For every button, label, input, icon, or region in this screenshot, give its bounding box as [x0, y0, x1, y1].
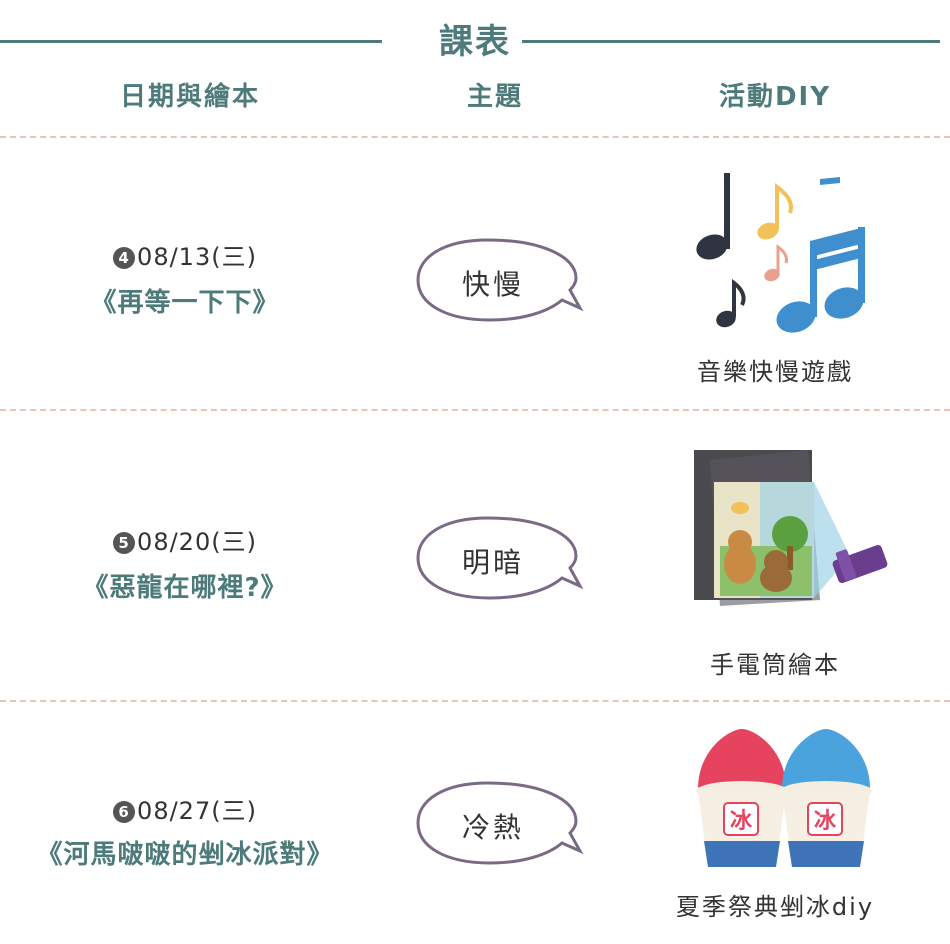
book-title: 《河馬啵啵的剉冰派對》 [36, 840, 334, 870]
book-title: 《惡龍在哪裡?》 [82, 573, 288, 603]
svg-text:冰: 冰 [730, 809, 753, 834]
speech-bubble [416, 516, 584, 600]
activity-label: 音樂快慢遊戲 [697, 358, 853, 386]
session-number-badge: 4 [113, 247, 136, 269]
date-text: 08/13(三) [137, 243, 257, 271]
theme-label: 冷熱 [461, 811, 524, 844]
column-header-activity: 活動DIY [718, 82, 832, 112]
speech-bubble [416, 238, 584, 322]
title-line-left [0, 40, 382, 43]
page-title: 課表 [439, 22, 511, 62]
theme-label: 快慢 [461, 268, 524, 301]
activity-label: 手電筒繪本 [710, 651, 840, 679]
svg-text:冰: 冰 [814, 809, 837, 834]
date-text: 08/27(三) [137, 797, 257, 825]
activity-label: 夏季祭典剉冰diy [675, 893, 875, 921]
column-header-date-book: 日期與繪本 [119, 82, 260, 112]
row-divider [0, 700, 950, 702]
shaved-ice-icon: 冰 冰 [696, 729, 872, 867]
speech-bubble [416, 781, 584, 865]
row-divider [0, 409, 950, 411]
book-title: 《再等一下下》 [90, 288, 280, 318]
row-divider [0, 136, 950, 138]
date-text: 08/20(三) [137, 528, 257, 556]
column-header-theme: 主題 [466, 82, 523, 112]
flashlight-book-icon [694, 450, 888, 606]
music-notes-icon [696, 173, 865, 333]
theme-label: 明暗 [461, 546, 524, 579]
session-number-badge: 5 [113, 532, 136, 554]
title-line-right [522, 40, 940, 43]
session-number-badge: 6 [113, 801, 136, 823]
